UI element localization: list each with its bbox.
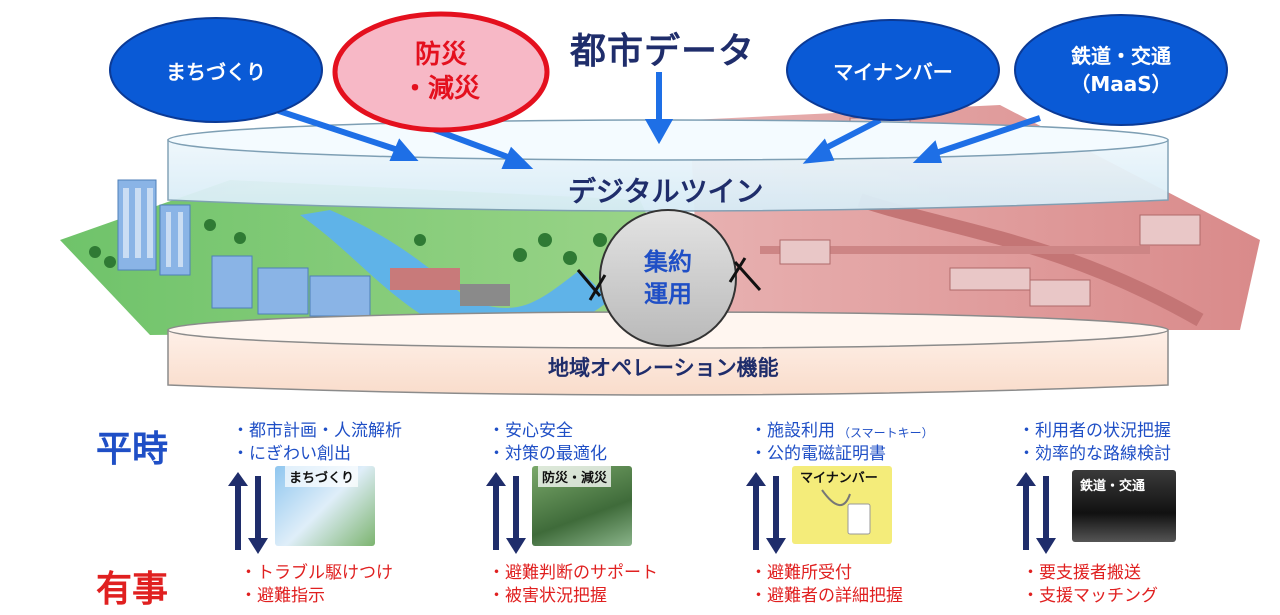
mynumber-label: マイナンバー: [833, 59, 953, 84]
col1-emerg-item: ・トラブル駆けつけ: [240, 563, 393, 583]
col3-emerg-item: ・避難者の詳細把握: [750, 586, 903, 606]
machizukuri-label: まちづくり: [166, 59, 266, 84]
col4-emerg-item: ・支援マッチング: [1022, 586, 1158, 606]
tetsudou-label: 鉄道・交通 （MaaS）: [1070, 44, 1172, 96]
oval-machizukuri: [109, 17, 323, 123]
col1-peace-item: ・都市計画・人流解析: [232, 421, 402, 441]
up-down-arrow-icon: [1016, 472, 1056, 554]
id-card-icon: [821, 489, 871, 535]
cycle-arrow-left: [576, 269, 607, 301]
col3-peace-item: ・施設利用: [750, 421, 835, 441]
cycle-arrow-right: [728, 257, 762, 291]
col2-emerg-item: ・避難判断のサポート: [488, 563, 658, 583]
tetsudou-thumbnail: [1072, 470, 1176, 542]
col2-peace-item: ・対策の最適化: [488, 444, 607, 464]
cycle-circle: [599, 209, 737, 347]
peacetime-label: 平時: [96, 429, 169, 470]
digital-twin-label: デジタルツイン: [568, 175, 764, 208]
col3-emerg-item: ・避難所受付: [750, 563, 852, 583]
oval-mynumber: [786, 19, 1000, 121]
oval-tetsudou: [1014, 14, 1228, 126]
col2-peace-item: ・安心安全: [488, 421, 573, 441]
cycle-label: 集約 運用: [644, 248, 692, 308]
col1-emerg-item: ・避難指示: [240, 586, 325, 606]
col3-peace-item: ・公的電磁証明書: [750, 444, 886, 464]
buildings-left: [117, 179, 371, 317]
up-down-arrow-icon: [746, 472, 786, 554]
regional-ops-label: 地域オペレーション機能: [548, 356, 779, 380]
col4-peace-item: ・利用者の状況把握: [1018, 421, 1171, 441]
river: [300, 210, 610, 338]
bousai-label: 防災 ・減災: [401, 40, 480, 104]
col3-peace-note: （スマートキー）: [838, 426, 934, 440]
col2-emerg-item: ・被害状況把握: [488, 586, 607, 606]
source-ovals: [109, 11, 1228, 133]
mynumber-thumb-label: マイナンバー: [800, 471, 878, 486]
col1-peace-item: ・にぎわい創出: [232, 444, 351, 464]
machizukuri-thumb-label: まちづくり: [285, 466, 359, 487]
oval-bousai: [332, 11, 550, 133]
up-down-arrow-icon: [228, 472, 268, 554]
col4-emerg-item: ・要支援者搬送: [1022, 563, 1141, 583]
emergency-label: 有事: [96, 569, 169, 610]
col4-peace-item: ・効率的な路線検討: [1018, 444, 1171, 464]
up-down-arrow-icon: [486, 472, 526, 554]
page-title: 都市データ: [570, 31, 756, 72]
tetsudou-thumb-label: 鉄道・交通: [1080, 479, 1146, 494]
bousai-thumb-label: 防災・減災: [538, 466, 612, 487]
